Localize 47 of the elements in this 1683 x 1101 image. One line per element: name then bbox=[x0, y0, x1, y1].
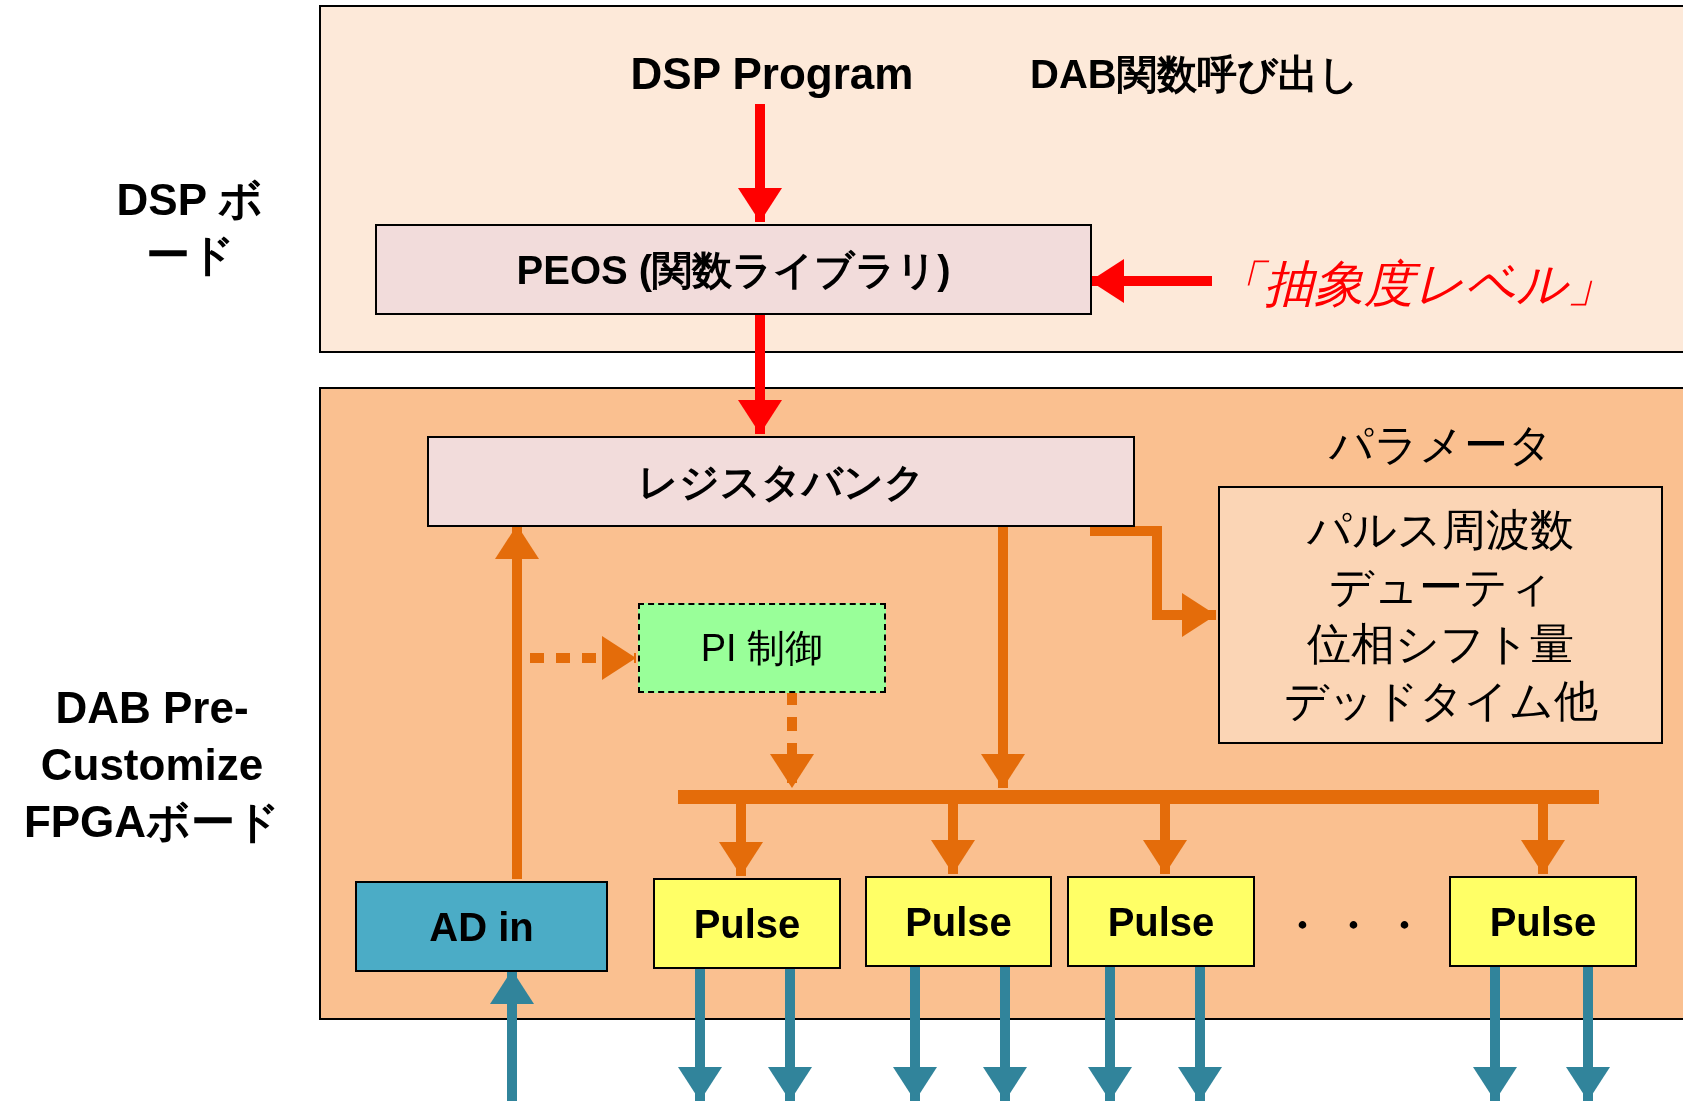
heading-text: DAB Pre-Customize FPGAボード bbox=[22, 682, 282, 849]
arrow bbox=[768, 967, 812, 1101]
arrow bbox=[1178, 965, 1222, 1101]
register-bank-box bbox=[427, 436, 1135, 527]
pulse-box bbox=[865, 876, 1052, 967]
box-text: Pulse bbox=[693, 900, 801, 948]
arrow bbox=[1090, 525, 1216, 637]
parameter-text: デッドタイム他 bbox=[1283, 675, 1598, 728]
box-text: 「抽象度レベル」 bbox=[1214, 254, 1617, 314]
pulse-box bbox=[653, 878, 841, 969]
arrow bbox=[1143, 802, 1187, 874]
arrow bbox=[1088, 965, 1132, 1101]
pi-control-box bbox=[638, 603, 886, 693]
arrow bbox=[893, 965, 937, 1101]
box-text: DSP Program bbox=[630, 48, 914, 100]
heading-text: DSP ボード bbox=[115, 174, 265, 281]
arrow bbox=[983, 965, 1027, 1101]
pulse-box bbox=[1449, 876, 1637, 967]
arrow bbox=[1090, 259, 1212, 303]
arrow bbox=[1521, 802, 1565, 874]
box-text: PEOS (関数ライブラリ) bbox=[516, 246, 951, 294]
box-text: AD in bbox=[429, 903, 534, 951]
ad-input-box bbox=[355, 881, 608, 972]
box-text: Pulse bbox=[1107, 898, 1215, 946]
heading-text: パラメータ bbox=[1327, 419, 1554, 471]
box-text: Pulse bbox=[905, 898, 1012, 946]
arrow bbox=[490, 970, 534, 1101]
arrow bbox=[981, 525, 1025, 788]
box-text: レジスタバンク bbox=[637, 458, 925, 506]
library-box bbox=[375, 224, 1092, 315]
arrow bbox=[931, 802, 975, 874]
arrow bbox=[1566, 965, 1610, 1101]
pulse-box bbox=[1067, 876, 1255, 967]
parameter-text: デューティ bbox=[1328, 560, 1553, 613]
dashed-arrow bbox=[770, 691, 814, 788]
note-label: DAB関数呼び出し bbox=[1030, 51, 1359, 98]
box-text: Pulse bbox=[1489, 898, 1597, 946]
arrow bbox=[719, 802, 763, 876]
ellipsis-label: ・ ・ ・ bbox=[1282, 902, 1425, 949]
bus-bar bbox=[678, 790, 1599, 804]
arrow bbox=[738, 313, 782, 434]
parameter-text: 位相シフト量 bbox=[1307, 618, 1574, 670]
box-text: PI 制御 bbox=[700, 625, 824, 671]
arrow bbox=[678, 967, 722, 1101]
parameter-text: パルス周波数 bbox=[1307, 503, 1574, 556]
arrow bbox=[1473, 965, 1517, 1101]
arrow bbox=[738, 104, 782, 222]
